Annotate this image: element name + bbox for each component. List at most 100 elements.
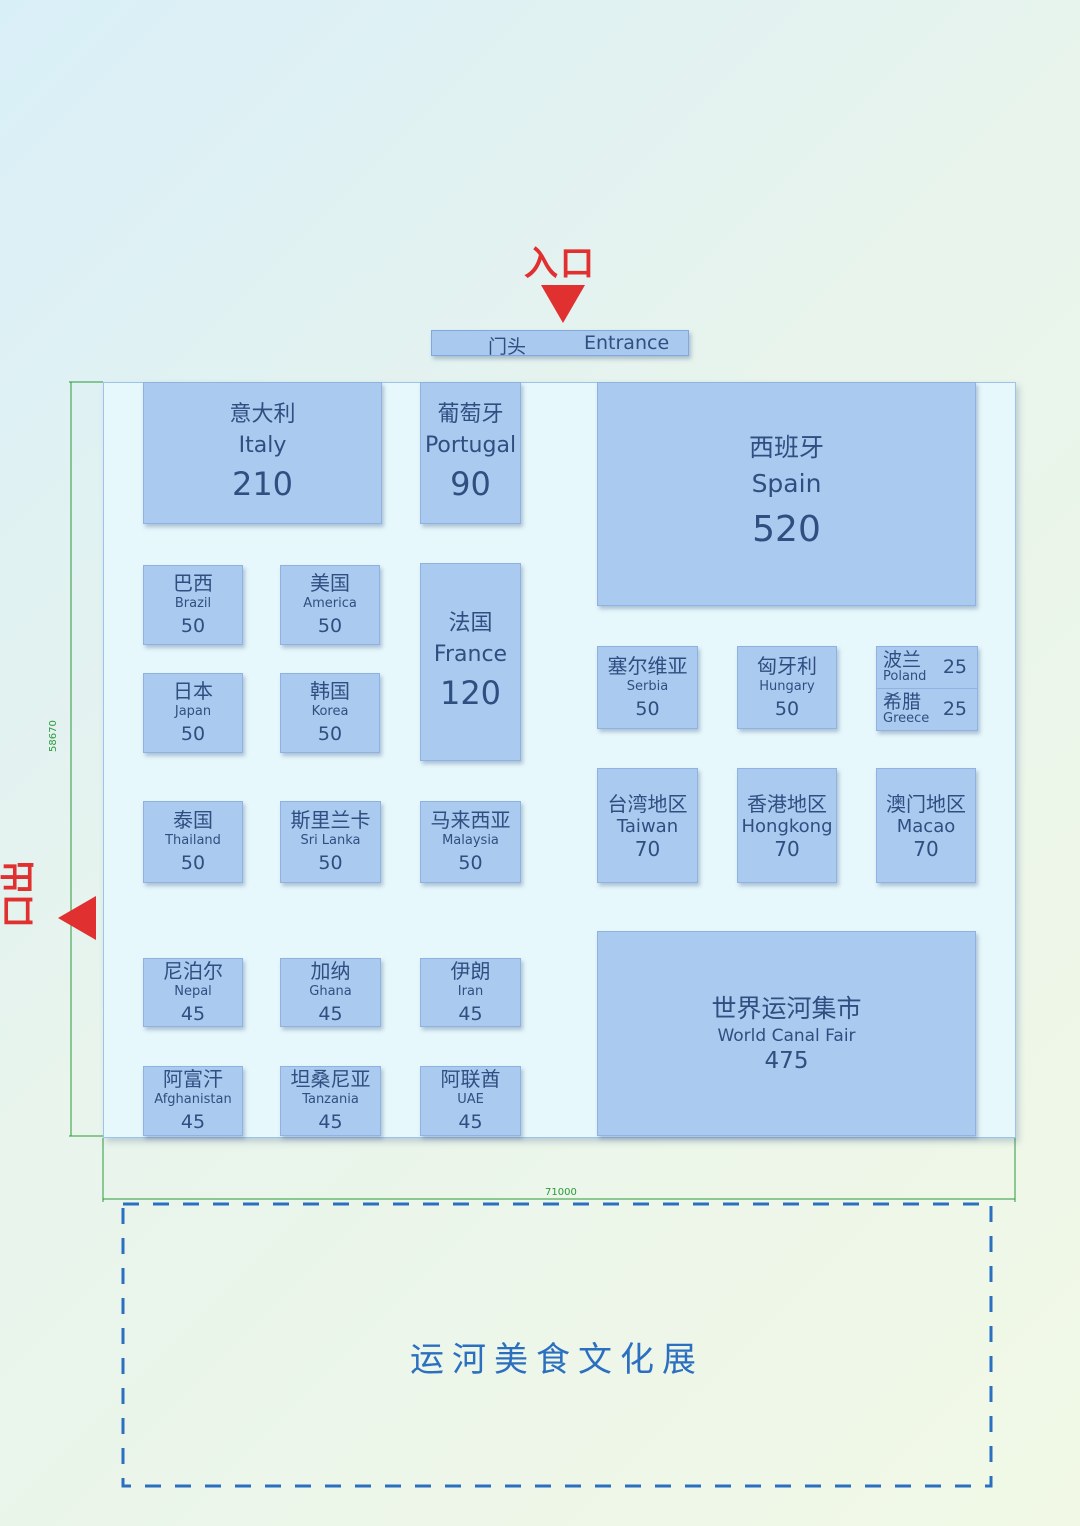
booth-en: Korea [311,704,349,719]
booth-en: World Canal Fair [717,1025,856,1046]
booth-america[interactable]: 美国 America 50 [280,565,380,645]
booth-en: Hongkong [741,815,833,837]
booth-en: Tanzania [302,1092,359,1107]
booth-spain[interactable]: 西班牙 Spain 520 [597,382,976,606]
booth-area: 25 [942,656,967,678]
booth-en: Afghanistan [154,1092,232,1107]
booth-cn: 澳门地区 [886,791,966,816]
booth-en: Thailand [165,833,221,848]
booth-italy[interactable]: 意大利 Italy 210 [143,382,382,524]
booth-area: 25 [942,698,967,720]
booth-france[interactable]: 法国 France 120 [420,563,521,761]
booth-cn: 马来西亚 [430,808,511,832]
booth-poland[interactable]: 波兰 Poland 25 [877,647,977,689]
booth-cn: 西班牙 [748,433,824,462]
booth-japan[interactable]: 日本 Japan 50 [143,673,243,753]
booth-cn: 日本 [173,679,213,703]
booth-world-canal-fair[interactable]: 世界运河集市 World Canal Fair 475 [597,931,976,1136]
booth-iran[interactable]: 伊朗 Iran 45 [420,958,521,1027]
booth-cn: 泰国 [173,808,213,832]
booth-cn: 阿联酋 [440,1067,501,1091]
booth-area: 45 [318,1002,343,1025]
booth-thailand[interactable]: 泰国 Thailand 50 [143,801,243,883]
booth-taiwan[interactable]: 台湾地区 Taiwan 70 [597,768,698,883]
entrance-gate-cn: 门头 [488,336,527,358]
booth-area: 210 [231,465,294,503]
booth-area: 50 [180,852,206,874]
booth-en: Greece [883,711,930,726]
booth-nepal[interactable]: 尼泊尔 Nepal 45 [143,958,243,1027]
outdoor-exhibition-area [121,1202,993,1488]
booth-serbia[interactable]: 塞尔维亚 Serbia 50 [597,646,698,729]
booth-poland-greece: 波兰 Poland 25 希腊 Greece 25 [876,646,978,731]
entrance-gate-en: Entrance [584,332,670,354]
booth-cn: 坦桑尼亚 [290,1067,371,1091]
booth-greece[interactable]: 希腊 Greece 25 [877,689,977,730]
booth-macao[interactable]: 澳门地区 Macao 70 [876,768,976,883]
booth-area: 70 [774,836,800,861]
booth-cn: 香港地区 [747,791,827,816]
entrance-label: 入口 [524,244,596,284]
booth-area: 50 [317,723,343,745]
booth-en: Poland [883,669,927,684]
booth-ghana[interactable]: 加纳 Ghana 45 [280,958,381,1027]
booth-en: Ghana [309,983,352,999]
booth-area: 50 [774,697,800,720]
booth-area: 50 [180,615,206,637]
booth-area: 70 [913,836,939,861]
booth-tanzania[interactable]: 坦桑尼亚 Tanzania 45 [280,1066,381,1136]
booth-en: Iran [457,983,484,999]
exhibition-title: 运河美食文化展 [410,1340,704,1380]
booth-hungary[interactable]: 匈牙利 Hungary 50 [737,646,837,729]
height-dimension-label: 58670 [48,720,59,752]
booth-area: 45 [458,1002,483,1025]
booth-korea[interactable]: 韩国 Korea 50 [280,673,380,753]
booth-cn: 匈牙利 [757,653,817,678]
booth-area: 45 [180,1111,206,1133]
booth-en: Japan [174,704,212,719]
booth-en: Malaysia [442,833,499,848]
booth-portugal[interactable]: 葡萄牙 Portugal 90 [420,382,521,524]
booth-area: 45 [318,1111,343,1133]
booth-area: 50 [317,615,343,637]
booth-en: Nepal [174,983,212,999]
booth-hongkong[interactable]: 香港地区 Hongkong 70 [737,768,837,883]
booth-area: 50 [318,852,343,874]
booth-area: 475 [764,1047,809,1074]
booth-cn: 意大利 [229,402,296,427]
booth-cn: 希腊 [883,691,922,713]
booth-brazil[interactable]: 巴西 Brazil 50 [143,565,243,645]
booth-malaysia[interactable]: 马来西亚 Malaysia 50 [420,801,521,883]
booth-cn: 伊朗 [450,958,491,983]
booth-cn: 波兰 [883,649,922,671]
booth-cn: 世界运河集市 [711,993,862,1023]
booth-cn: 塞尔维亚 [607,653,688,678]
booth-en: Serbia [626,678,669,694]
booth-cn: 葡萄牙 [437,402,504,427]
exit-text: 口出 [0,860,39,928]
booth-en: UAE [457,1092,484,1107]
booth-srilanka[interactable]: 斯里兰卡 Sri Lanka 50 [280,801,381,883]
booth-cn: 韩国 [310,679,350,703]
booth-afghanistan[interactable]: 阿富汗 Afghanistan 45 [143,1066,243,1136]
booth-area: 90 [450,465,491,503]
booth-en: Taiwan [616,815,679,837]
exit-arrow-icon [58,896,96,940]
entrance-gate: 门头 Entrance [431,330,689,358]
booth-en: America [303,596,357,611]
booth-area: 50 [635,697,660,720]
booth-en: Italy [238,433,287,458]
booth-en: Macao [896,815,956,837]
booth-area: 50 [180,723,206,745]
entrance-arrow-icon [541,285,585,323]
booth-cn: 美国 [310,571,350,595]
width-dimension-label: 71000 [545,1187,577,1198]
booth-area: 50 [458,852,483,874]
booth-cn: 尼泊尔 [163,958,223,983]
booth-uae[interactable]: 阿联酋 UAE 45 [420,1066,521,1136]
booth-area: 45 [458,1111,483,1133]
exit-label: 口出 [0,860,60,928]
booth-area: 520 [752,509,821,550]
booth-en: Portugal [424,433,517,458]
